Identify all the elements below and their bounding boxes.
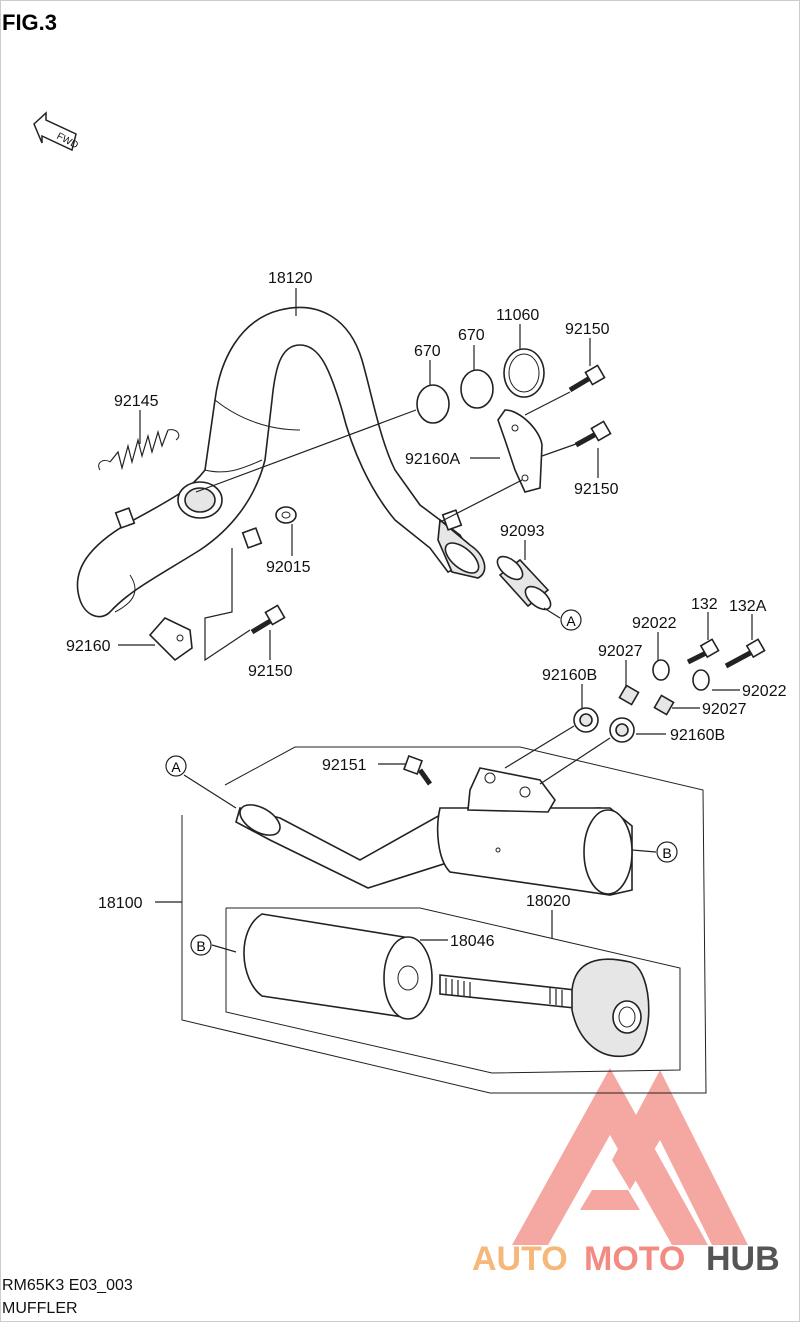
label-132: 132 bbox=[691, 596, 718, 613]
ref-b-right: B bbox=[656, 841, 678, 863]
grommet-92160B-b bbox=[609, 717, 635, 743]
label-92160A: 92160A bbox=[405, 451, 460, 468]
section-name: MUFFLER bbox=[2, 1300, 78, 1317]
joint-92093 bbox=[496, 555, 552, 611]
label-18100: 18100 bbox=[98, 895, 143, 912]
label-92027-a: 92027 bbox=[598, 643, 643, 660]
label-18120: 18120 bbox=[268, 270, 313, 287]
label-92150-a: 92150 bbox=[565, 321, 610, 338]
svg-text:B: B bbox=[662, 845, 671, 861]
label-92022-a: 92022 bbox=[632, 615, 677, 632]
bolt-132 bbox=[686, 638, 720, 665]
label-92022-b: 92022 bbox=[742, 683, 787, 700]
ref-a-lower: A bbox=[165, 755, 187, 777]
model-code: RM65K3 E03_003 bbox=[2, 1277, 133, 1294]
watermark-moto: MOTO bbox=[584, 1240, 685, 1278]
label-132A: 132A bbox=[729, 598, 767, 615]
label-92027-b: 92027 bbox=[702, 701, 747, 718]
label-92150-b: 92150 bbox=[574, 481, 619, 498]
watermark-auto: AUTO bbox=[472, 1240, 568, 1278]
bolt-92150-c bbox=[250, 604, 286, 635]
bracket-92160 bbox=[148, 617, 193, 662]
label-670-b: 670 bbox=[458, 327, 485, 344]
watermark-logo bbox=[512, 1068, 748, 1245]
bolt-92150-b bbox=[574, 420, 612, 448]
figure-title: FIG.3 bbox=[2, 10, 57, 35]
collar-92027-a bbox=[618, 684, 640, 706]
end-cap bbox=[571, 958, 650, 1058]
label-92151: 92151 bbox=[322, 757, 367, 774]
o-ring-670-b bbox=[460, 369, 494, 409]
label-670-a: 670 bbox=[414, 343, 441, 360]
bolt-92151 bbox=[403, 755, 433, 786]
label-18020: 18020 bbox=[526, 893, 571, 910]
label-92093: 92093 bbox=[500, 523, 545, 540]
collar-92015 bbox=[275, 506, 297, 524]
label-92145: 92145 bbox=[114, 393, 159, 410]
bolt-92150-a bbox=[568, 364, 606, 393]
grommet-92160B-a bbox=[573, 707, 599, 733]
svg-text:A: A bbox=[171, 759, 181, 775]
gasket-11060 bbox=[503, 348, 545, 398]
fwd-arrow-icon: FWD bbox=[33, 111, 80, 151]
label-92015: 92015 bbox=[266, 559, 311, 576]
o-ring-670-a bbox=[416, 384, 450, 424]
washer-92022-a bbox=[652, 659, 670, 681]
spring-part bbox=[98, 429, 180, 471]
label-92160B-a: 92160B bbox=[542, 667, 597, 684]
collar-92027-b bbox=[653, 694, 675, 716]
label-18046: 18046 bbox=[450, 933, 495, 950]
ref-a-upper: A bbox=[560, 609, 582, 631]
assy-outline-18020 bbox=[225, 907, 681, 1074]
leader-lines bbox=[118, 288, 753, 953]
bracket-92160A bbox=[497, 409, 543, 493]
label-92160B-b: 92160B bbox=[670, 727, 725, 744]
svg-text:A: A bbox=[566, 613, 576, 629]
label-92150-c: 92150 bbox=[248, 663, 293, 680]
svg-text:B: B bbox=[196, 938, 205, 954]
label-92160: 92160 bbox=[66, 638, 111, 655]
bolt-132A bbox=[724, 638, 766, 669]
inner-pipe bbox=[439, 974, 576, 1009]
exhaust-pipe bbox=[76, 306, 486, 618]
washer-92022-b bbox=[692, 669, 710, 691]
watermark-hub: HUB bbox=[706, 1240, 780, 1278]
ref-b-left: B bbox=[190, 934, 212, 956]
label-11060: 11060 bbox=[496, 307, 539, 324]
assy-outline-18100 bbox=[181, 746, 707, 1094]
muffler-body bbox=[235, 767, 633, 896]
muffler-cover-18046 bbox=[243, 913, 433, 1020]
